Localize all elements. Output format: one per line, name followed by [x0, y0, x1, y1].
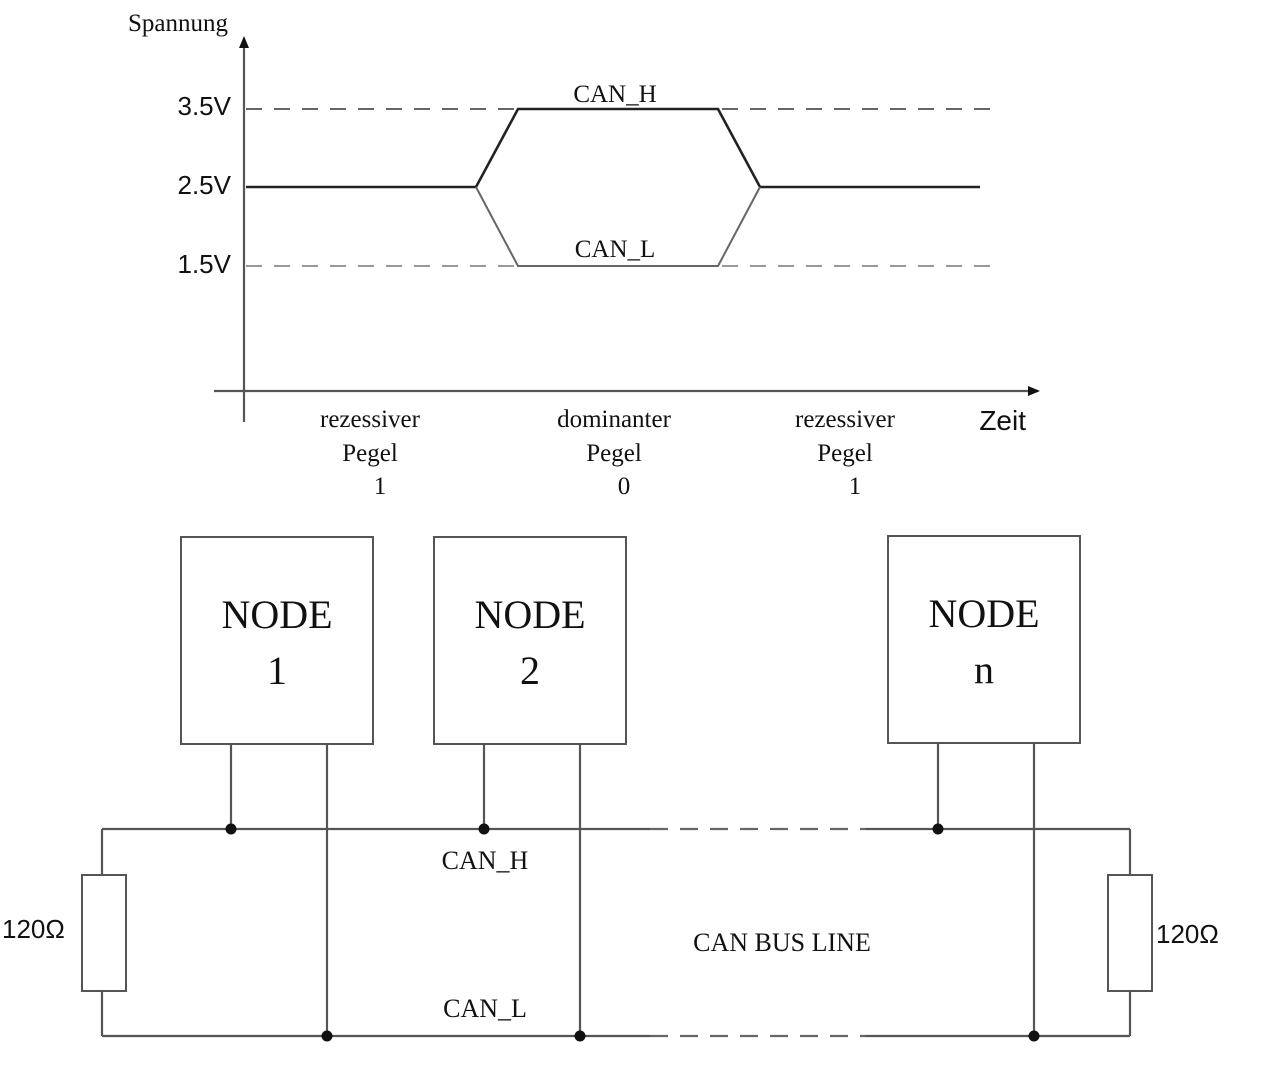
node-id: 2: [520, 648, 540, 693]
phase-label-dominant: dominanter Pegel 0: [557, 406, 672, 500]
can-h-signal-label: CAN_H: [573, 81, 656, 108]
node-box: [433, 536, 627, 745]
phase-label-recessive-2: rezessiver Pegel 1: [795, 406, 896, 500]
can-h-bus-label: CAN_H: [442, 846, 529, 875]
left-resistor-label: 120Ω: [2, 914, 65, 944]
bus-line-label: CAN BUS LINE: [693, 928, 871, 957]
right-termination-resistor: [1107, 829, 1153, 1036]
y-tick-1-5v: 1.5V: [178, 249, 232, 279]
junction-dot: [478, 823, 490, 835]
junction-dot: [574, 1030, 586, 1042]
phase-label-line2: Pegel: [586, 440, 642, 467]
can-l-signal-label: CAN_L: [575, 236, 656, 263]
y-tick-3-5v: 3.5V: [178, 91, 232, 121]
can-h-signal: [246, 107, 980, 189]
can-l-bus-label: CAN_L: [443, 994, 527, 1023]
junction-dot: [225, 823, 237, 835]
left-termination-resistor: [81, 829, 127, 1036]
y-axis-label: Spannung: [128, 10, 229, 37]
node-id: n: [974, 647, 994, 692]
phase-bit-value: 1: [849, 473, 862, 500]
node-box: [887, 535, 1081, 744]
phase-bit-value: 1: [374, 473, 387, 500]
phase-label-line1: rezessiver: [795, 406, 896, 433]
node-title: NODE: [928, 591, 1039, 636]
can-l-signal: [475, 186, 761, 267]
right-resistor-label: 120Ω: [1156, 919, 1219, 949]
phase-label-line1: dominanter: [557, 406, 672, 433]
node-2: NODE 2: [433, 536, 627, 1042]
phase-label-line2: Pegel: [342, 440, 398, 467]
bus-topology: 120Ω 120Ω NODE 1 NODE 2: [2, 535, 1219, 1042]
junction-dot: [1028, 1030, 1040, 1042]
x-axis-label: Zeit: [979, 405, 1026, 436]
node-1: NODE 1: [180, 536, 374, 1042]
node-title: NODE: [474, 592, 585, 637]
node-n: NODE n: [887, 535, 1081, 1042]
phase-bit-value: 0: [618, 473, 631, 500]
phase-label-line2: Pegel: [817, 440, 873, 467]
node-id: 1: [267, 648, 287, 693]
node-box: [180, 536, 374, 745]
phase-label-line1: rezessiver: [320, 406, 421, 433]
junction-dot: [321, 1030, 333, 1042]
signal-level-chart: Spannung Zeit 3.5V 2.5V 1.5V CAN_H CAN_L…: [128, 10, 1040, 500]
phase-label-recessive-1: rezessiver Pegel 1: [320, 406, 421, 500]
y-tick-2-5v: 2.5V: [178, 170, 232, 200]
junction-dot: [932, 823, 944, 835]
node-title: NODE: [221, 592, 332, 637]
